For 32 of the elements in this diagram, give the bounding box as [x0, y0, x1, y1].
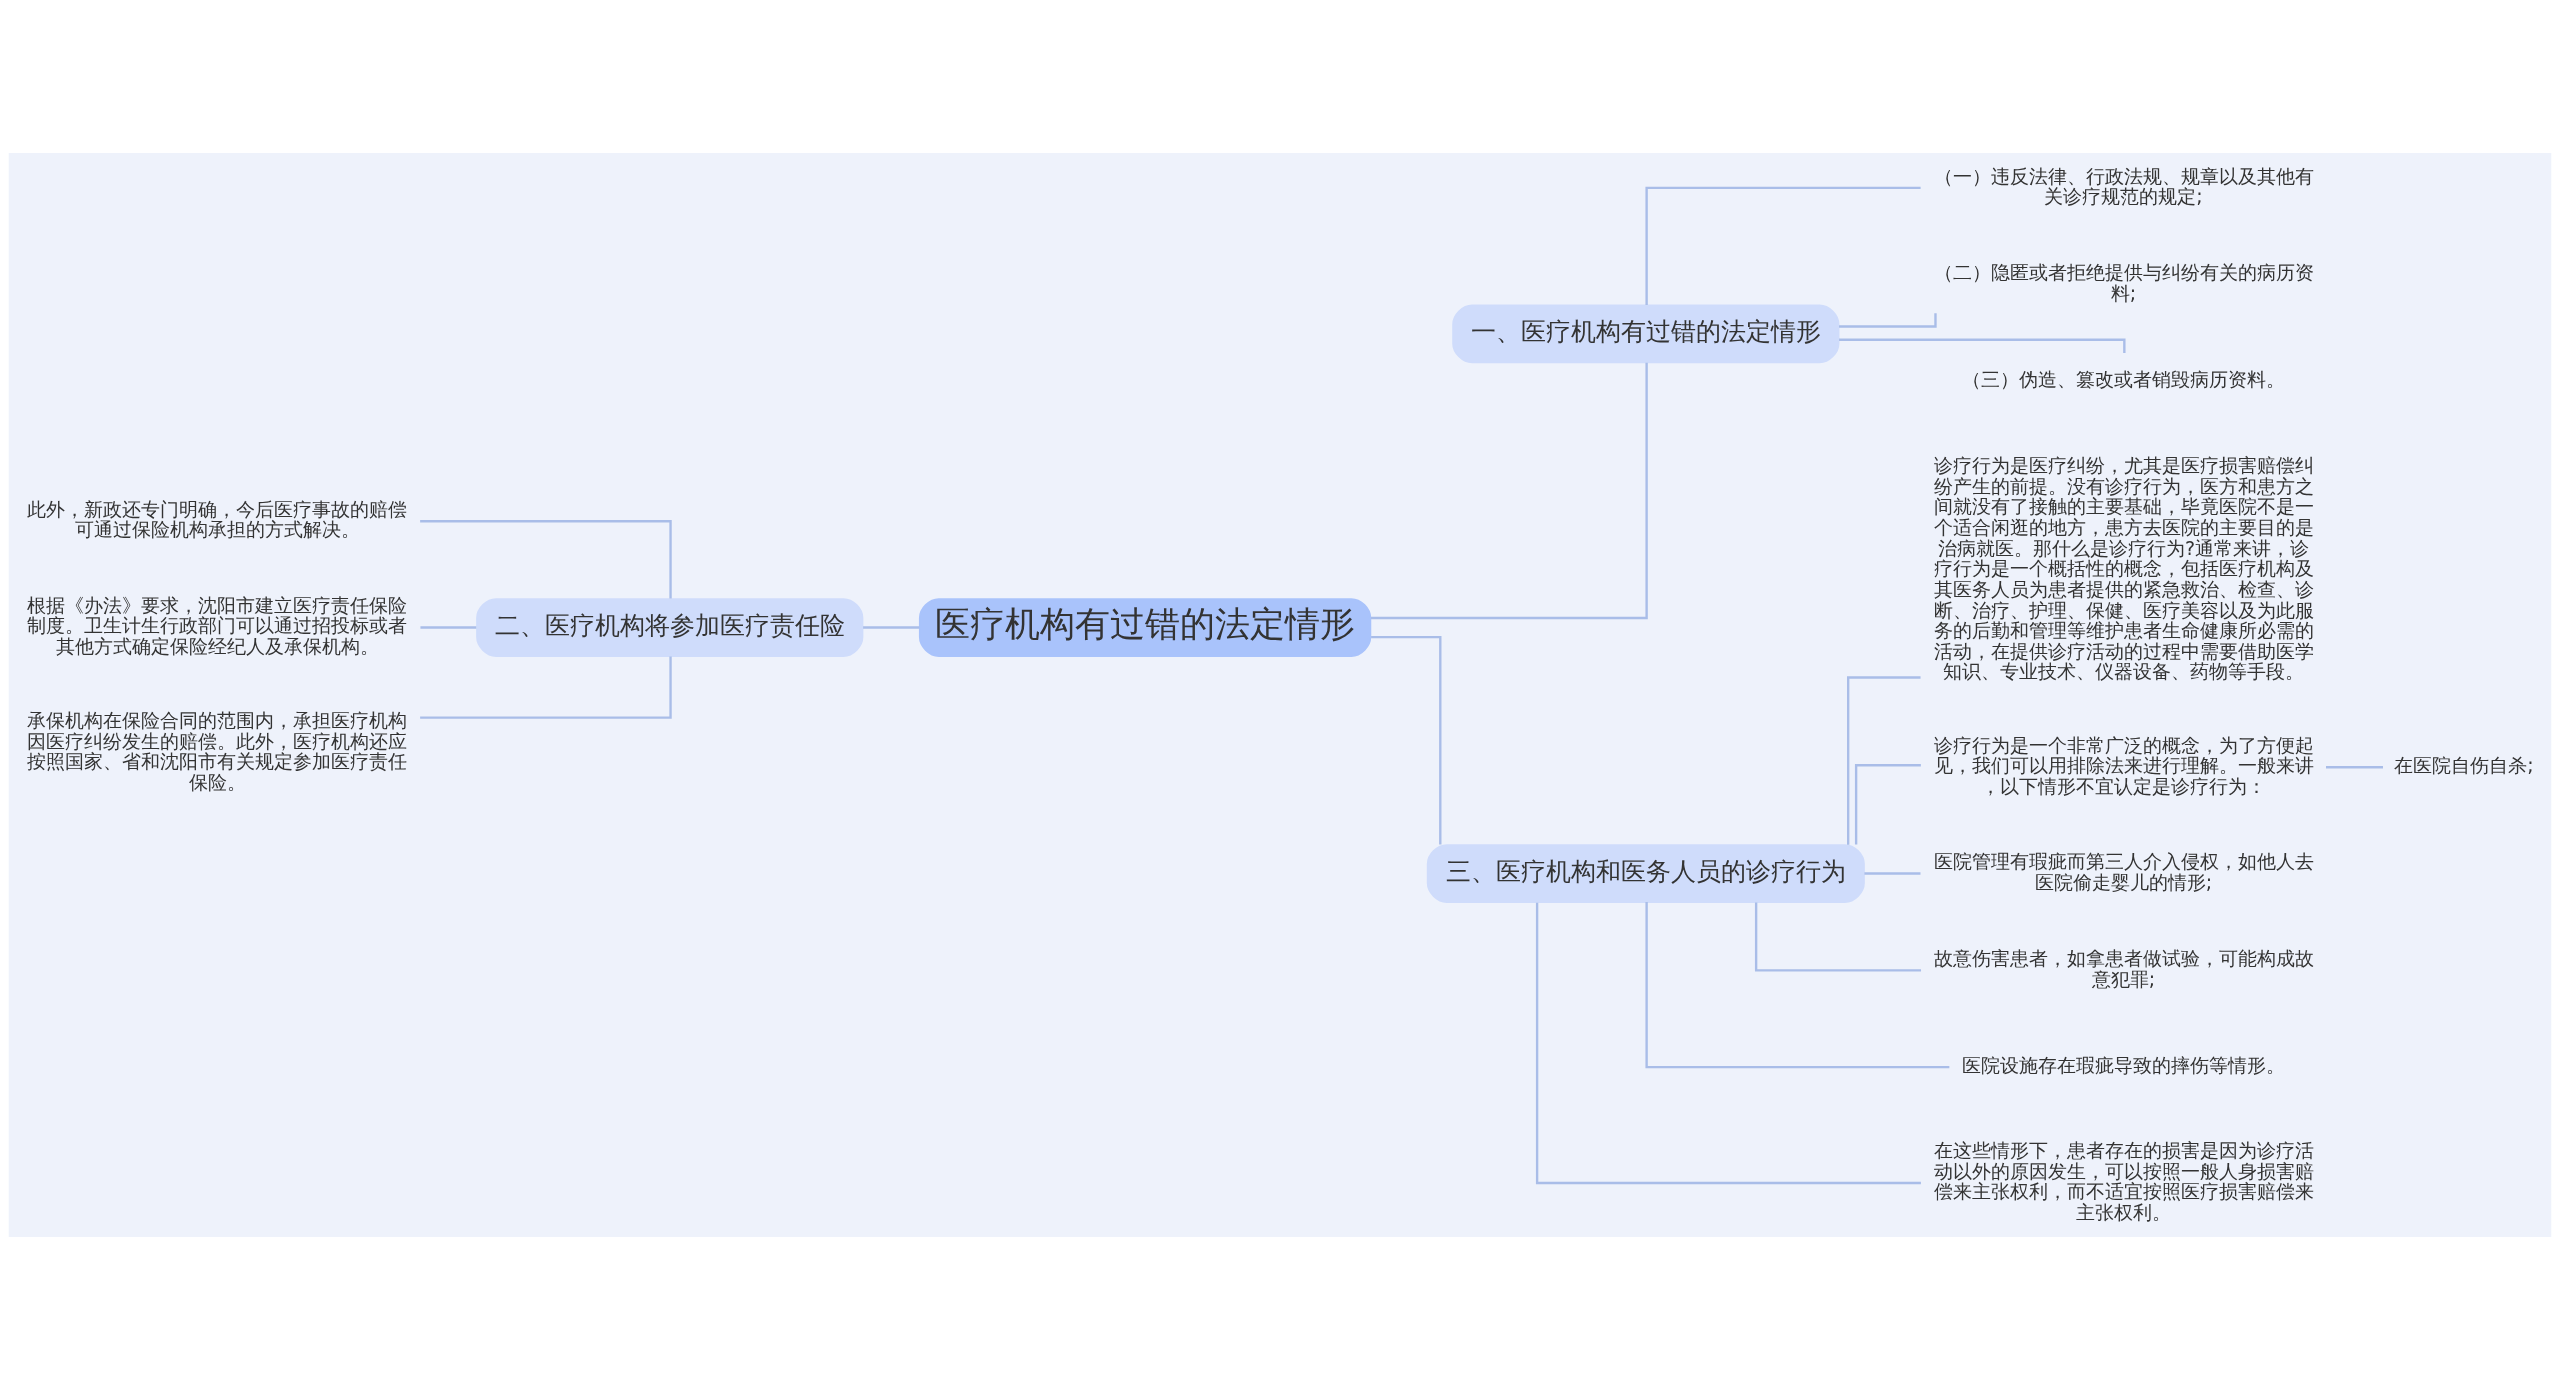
connector — [1839, 312, 1937, 328]
connector — [420, 656, 672, 719]
connector — [863, 625, 920, 629]
connector — [2326, 765, 2383, 768]
connector — [420, 625, 477, 629]
node-box: 二、医疗机构将参加医疗责任险 — [476, 597, 864, 657]
node-text: 此外，新政还专门明确，今后医疗事故的赔偿可通过保险机构承担的方式解决。 — [27, 497, 408, 540]
node-text: 在医院自伤自杀; — [2394, 753, 2534, 776]
node-text: （二）隐匿或者拒绝提供与纠纷有关的病历资料; — [1933, 260, 2314, 304]
node-text: 在这些情形下，患者存在的损害是因为诊疗活动以外的原因发生，可以按照一般人身损害赔偿来主张权利，而不适宜按照医疗损害赔偿来主张权利。 — [1933, 1138, 2314, 1223]
connector — [1847, 675, 1921, 845]
node-text: 承保机构在保险合同的范围内，承担医疗机构因医疗纠纷发生的赔偿。此外，医疗机构还应按照国家、省和沈阳市有关规定参加医疗责任保险。 — [27, 708, 408, 793]
connector — [1370, 362, 1648, 619]
connector — [1754, 902, 1922, 972]
node-text: （一）违反法律、行政法规、规章以及其他有关诊疗规范的规定; — [1933, 164, 2314, 207]
node-text: 诊疗行为是一个非常广泛的概念，为了方便起见，我们可以用排除法来进行理解。一般来讲，以下情形不宜认定是诊疗行为： — [1933, 733, 2314, 797]
connector — [1371, 635, 1442, 845]
node-box: 一、医疗机构有过错的法定情形 — [1452, 304, 1840, 363]
connector — [1854, 763, 1921, 844]
connector — [1645, 901, 1950, 1068]
connector — [1645, 186, 1921, 305]
node-text: 故意伤害患者，如拿患者做试验，可能构成故意犯罪; — [1933, 946, 2314, 990]
node-text: 医院管理有瑕疵而第三人介入侵权，如他人去医院偷走婴儿的情形; — [1933, 849, 2314, 893]
node-box: 三、医疗机构和医务人员的诊疗行为 — [1426, 843, 1865, 903]
node-box: 医疗机构有过错的法定情形 — [918, 597, 1372, 657]
connector — [420, 519, 672, 598]
connector — [1864, 871, 1921, 875]
node-text: 诊疗行为是医疗纠纷，尤其是医疗损害赔偿纠纷产生的前提。没有诊疗行为，医方和患方之间就没有了接触的主要基础，毕竟医院不是一个适合闲逛的地方，患方去医院的主要目的是治病就医。那什么是诊疗行为?通常来讲，诊疗行为是一个概括性的概念，包括医疗机构及其医务人员为患者提供的紧急救治、检查、诊断、治疗、护理、保健、医疗美容以及为此服务的后勤和管理等维护患者生命健康所必需的活动，在提供诊疗活动的过程中需要借助医学知识、专业技术、仪器设备、药物等手段。 — [1933, 453, 2314, 682]
node-text: （三）伪造、篡改或者销毁病历资料。 — [1962, 367, 2286, 390]
connector — [1535, 902, 1921, 1184]
node-text: 根据《办法》要求，沈阳市建立医疗责任保险制度。卫生计生行政部门可以通过招投标或者其他方式确定保险经纪人及承保机构。 — [27, 593, 408, 657]
node-text: 医院设施存在瑕疵导致的摔伤等情形。 — [1962, 1053, 2286, 1076]
